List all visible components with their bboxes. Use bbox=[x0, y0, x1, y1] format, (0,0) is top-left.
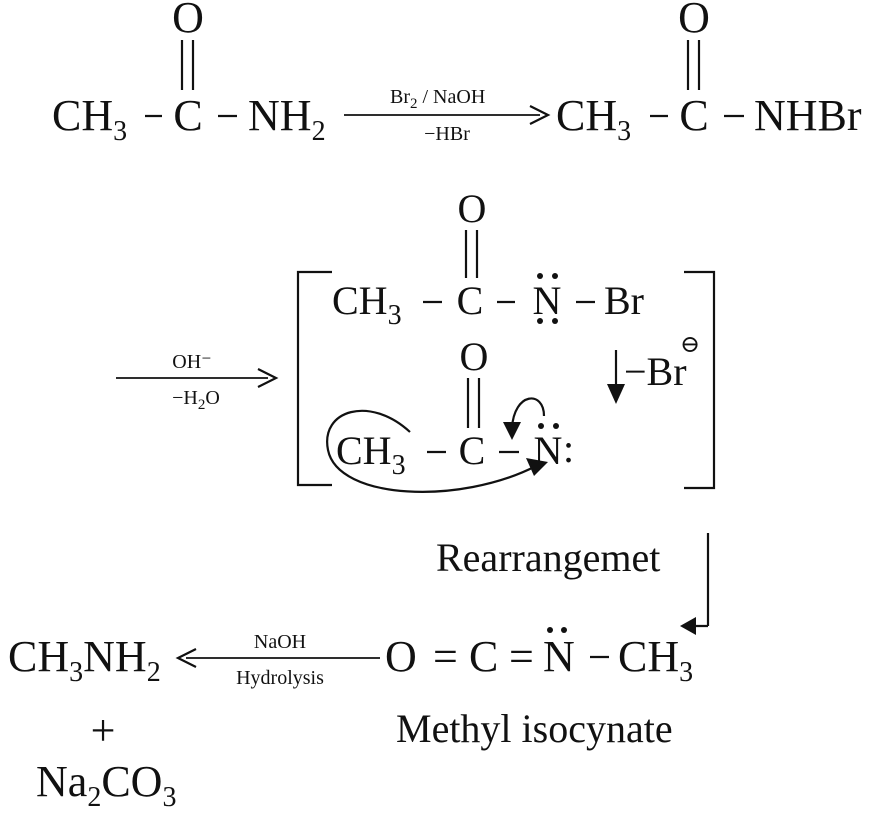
arrow-head bbox=[529, 105, 551, 125]
lone-pair-dot bbox=[547, 627, 553, 633]
methyl-group: CH3 bbox=[556, 91, 631, 147]
nitrogen-atom: N bbox=[533, 278, 562, 323]
double-bond-sign: = bbox=[433, 632, 458, 681]
methyl-group: CH3 bbox=[336, 428, 406, 481]
methyl-isocyanate-label: Methyl isocynate bbox=[396, 706, 673, 751]
nhbr-group: NHBr bbox=[754, 91, 862, 140]
reagent-naoh: NaOH bbox=[254, 631, 306, 653]
lone-pair-colon: : bbox=[563, 426, 574, 471]
lone-pair-dot bbox=[552, 318, 558, 324]
hydrolysis-products: CH3NH2 + Na2CO3 bbox=[8, 632, 176, 813]
arrow-step2: OH⁻ −H2O bbox=[116, 351, 279, 413]
n-bromoacetamide: O CH3 C NHBr bbox=[556, 0, 862, 147]
large-curved-arrow-head bbox=[526, 458, 548, 476]
lone-pair-dot bbox=[537, 273, 543, 279]
bromine-atom: Br bbox=[604, 278, 644, 323]
carbonyl-carbon: C bbox=[679, 91, 708, 140]
arrow-step1: Br2 / NaOH −HBr bbox=[344, 86, 551, 145]
carbonyl-carbon: C bbox=[457, 278, 484, 323]
rearrangement-step: Rearrangemet bbox=[436, 533, 710, 635]
carbonyl-oxygen: O bbox=[678, 0, 710, 42]
reagent-oh-minus: OH⁻ bbox=[172, 351, 211, 373]
minus-bromide: −Br bbox=[624, 349, 687, 394]
acyl-nitrene: O CH3 C N : bbox=[336, 334, 574, 481]
negative-charge-icon: ⊖ bbox=[680, 332, 700, 358]
carbonyl-carbon: C bbox=[173, 91, 202, 140]
small-curved-arrow bbox=[510, 397, 546, 429]
lone-pair-dot bbox=[538, 423, 544, 429]
right-bracket bbox=[684, 270, 716, 490]
small-curved-arrow-head bbox=[503, 422, 521, 440]
reagent-hydrolysis: Hydrolysis bbox=[236, 667, 324, 689]
reagent-minus-hbr: −HBr bbox=[424, 123, 470, 145]
rearrangement-label: Rearrangemet bbox=[436, 535, 660, 580]
methyl-group: CH3 bbox=[52, 91, 127, 147]
n-bromoamide-anion: O CH3 C N Br bbox=[332, 186, 644, 331]
acetamide: O CH3 C NH2 bbox=[52, 0, 326, 147]
lone-pair-dot bbox=[552, 273, 558, 279]
methyl-group: CH3 bbox=[332, 278, 402, 331]
lone-pair-dot bbox=[561, 627, 567, 633]
methyl-group: CH3 bbox=[618, 632, 693, 688]
methyl-isocyanate: O = C = N CH3 Methyl isocynate bbox=[385, 627, 693, 751]
lone-pair-dot bbox=[537, 318, 543, 324]
bromide-loss: −Br ⊖ bbox=[607, 332, 700, 404]
carbonyl-oxygen: O bbox=[460, 334, 489, 379]
methylamine: CH3NH2 bbox=[8, 632, 161, 688]
arrow-head bbox=[175, 648, 197, 668]
down-arrow-head bbox=[607, 384, 625, 404]
reagent-minus-h2o: −H2O bbox=[172, 387, 220, 413]
carbonyl-oxygen: O bbox=[458, 186, 487, 231]
isocyanate-carbon: C bbox=[469, 632, 498, 681]
large-curved-arrow bbox=[326, 409, 537, 493]
arrow-head bbox=[257, 368, 279, 388]
carbonyl-oxygen: O bbox=[172, 0, 204, 42]
amine-group: NH2 bbox=[248, 91, 326, 147]
left-bracket bbox=[296, 270, 332, 487]
sodium-carbonate: Na2CO3 bbox=[36, 757, 176, 813]
rearrangement-arrow-head bbox=[680, 617, 696, 635]
plus-sign: + bbox=[91, 706, 116, 755]
isocyanate-nitrogen: N bbox=[543, 632, 575, 681]
arrow-step4: NaOH Hydrolysis bbox=[175, 631, 380, 689]
isocyanate-oxygen: O bbox=[385, 632, 417, 681]
reagent-br2-naoh: Br2 / NaOH bbox=[390, 86, 485, 112]
electron-shift-arrows bbox=[326, 397, 548, 493]
double-bond-sign: = bbox=[509, 632, 534, 681]
lone-pair-dot bbox=[553, 423, 559, 429]
carbonyl-carbon: C bbox=[459, 428, 486, 473]
